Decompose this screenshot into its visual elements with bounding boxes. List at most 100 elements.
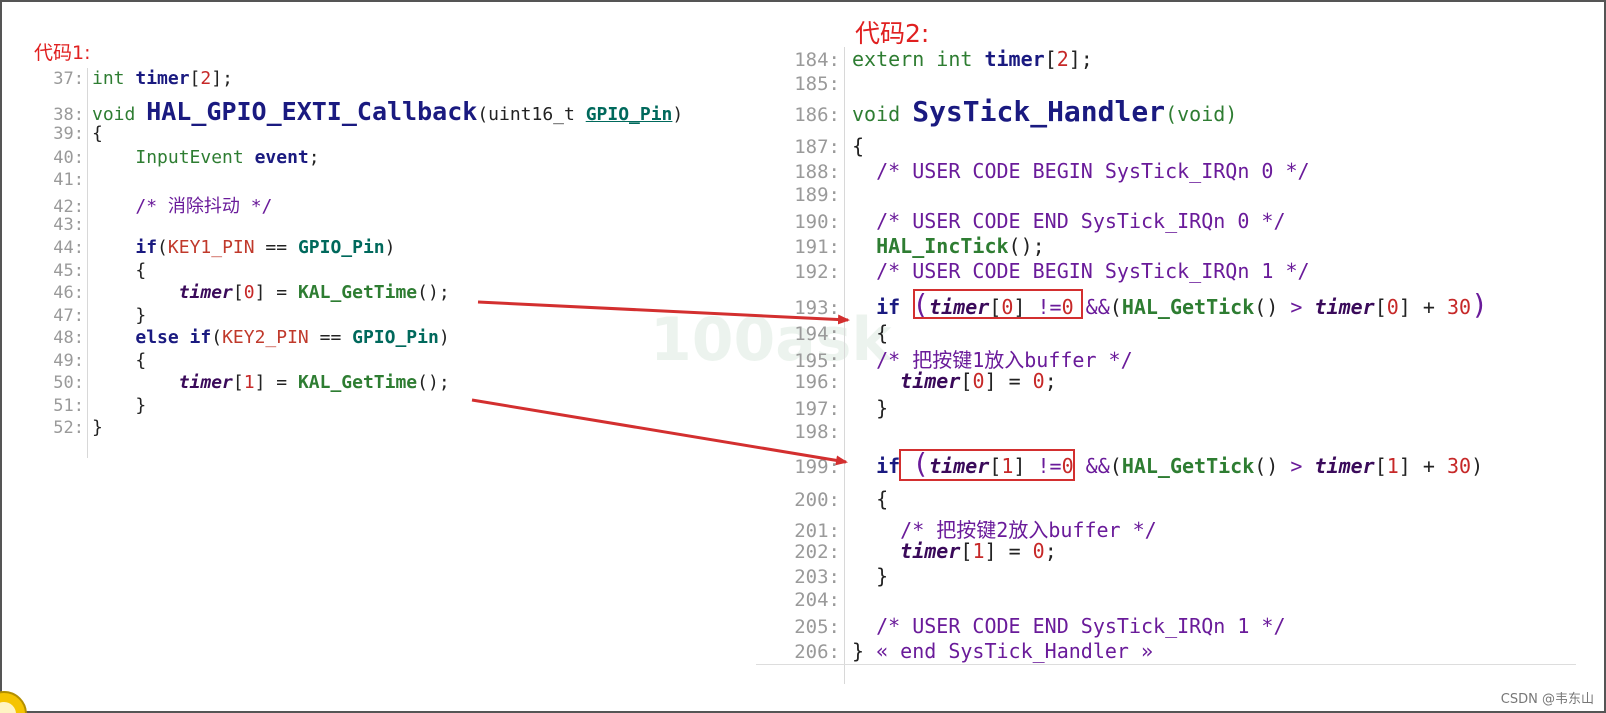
code-text: if (timer[1] !=0 &&(HAL_GetTick() > time…	[852, 447, 1483, 480]
code-token: ];	[1068, 47, 1093, 71]
code-text: }	[852, 396, 888, 420]
code-token: /* 把按键2放入buffer */	[900, 518, 1157, 542]
code-line: 194: {	[776, 321, 888, 345]
code-token: KAL_GetTime	[297, 372, 418, 393]
code-token: ();	[1008, 234, 1045, 258]
code-token: )	[1471, 288, 1488, 321]
code-token: /* USER CODE BEGIN SysTick_IRQn 0 */	[876, 159, 1310, 183]
code-text: timer[0] = KAL_GetTime();	[92, 282, 450, 303]
code-token: (	[1109, 295, 1122, 319]
code-token: ];	[211, 68, 233, 89]
code-line: 186:void SysTick_Handler(void)	[776, 95, 1237, 128]
code-text: extern int timer[2];	[852, 47, 1093, 71]
line-number: 195:	[794, 350, 840, 372]
code-token: /* USER CODE BEGIN SysTick_IRQn 1 */	[876, 259, 1310, 283]
code-token: timer	[900, 539, 961, 563]
code-token: /* USER CODE END SysTick_IRQn 1 */	[876, 614, 1286, 638]
code-token: ]	[1013, 295, 1038, 319]
code-line: 51: }	[38, 395, 146, 416]
code-token: HAL_IncTick	[876, 234, 1009, 258]
code-text: int timer[2];	[92, 68, 233, 89]
code-text: void SysTick_Handler(void)	[852, 95, 1237, 128]
line-number: 45:	[53, 261, 84, 281]
code-token: {	[92, 260, 147, 281]
code-token: 0	[1386, 295, 1399, 319]
code-panel-1: 37:int timer[2];38:void HAL_GPIO_EXTI_Ca…	[38, 68, 748, 458]
code-token: (uint16_t	[477, 104, 586, 125]
code-token: timer	[900, 369, 961, 393]
code-token: void	[92, 104, 147, 125]
line-number: 42:	[53, 197, 84, 217]
code-token: 0	[1032, 369, 1045, 393]
code-token: ==	[308, 327, 353, 348]
line-number: 187:	[794, 136, 840, 158]
code-text: /* 消除抖动 */	[92, 192, 272, 218]
code-token: 0	[1001, 295, 1014, 319]
code-token: timer	[178, 282, 233, 303]
code-token: (	[211, 327, 223, 348]
corner-icon	[0, 678, 36, 713]
code-token: 0	[243, 282, 255, 303]
code-text: }	[92, 417, 103, 438]
code-token: 0	[1032, 539, 1045, 563]
code-token: {	[852, 321, 889, 345]
code-token: ] =	[984, 539, 1033, 563]
code-token: [	[232, 282, 244, 303]
code-token: 0	[1061, 454, 1074, 478]
code-text: else if(KEY2_PIN == GPIO_Pin)	[92, 327, 449, 348]
code-line: 184:extern int timer[2];	[776, 47, 1093, 71]
code-text: /* 把按键2放入buffer */	[852, 514, 1157, 543]
line-number: 206:	[794, 641, 840, 663]
code-text: InputEvent event;	[92, 147, 319, 168]
code-text: /* USER CODE END SysTick_IRQn 1 */	[852, 614, 1286, 638]
code-line: 41:	[38, 170, 92, 190]
code-token: if	[135, 237, 158, 258]
code-token: }	[92, 417, 103, 438]
code-token: ] =	[254, 372, 298, 393]
code-line: 199: if (timer[1] !=0 &&(HAL_GetTick() >…	[776, 447, 1483, 480]
line-number: 200:	[794, 489, 840, 511]
code-token: KEY2_PIN	[222, 327, 309, 348]
line-number: 50:	[53, 373, 84, 393]
line-number: 47:	[53, 306, 84, 326]
code-token: InputEvent	[135, 147, 255, 168]
code-token: }	[852, 564, 889, 588]
code-token: event	[254, 147, 309, 168]
code-token: (	[912, 288, 930, 321]
code-line: 201: /* 把按键2放入buffer */	[776, 514, 1157, 543]
code-token: /* USER CODE END SysTick_IRQn 0 */	[876, 209, 1286, 233]
code-text: void HAL_GPIO_EXTI_Callback(uint16_t GPI…	[92, 97, 683, 126]
code-token: 30	[1446, 295, 1472, 319]
code-line: 193: if (timer[0] !=0 &&(HAL_GetTick() >…	[776, 288, 1488, 321]
code-panel-2: 184:extern int timer[2];185:186:void Sys…	[776, 47, 1566, 684]
code-token: ] +	[1398, 454, 1447, 478]
code-token: extern int	[852, 47, 985, 71]
code-token: timer	[135, 68, 190, 89]
code-token: KEY1_PIN	[167, 237, 255, 258]
code-text: {	[852, 487, 888, 511]
line-number: 194:	[794, 323, 840, 345]
code-token: )	[672, 104, 684, 125]
code-token: >	[1290, 295, 1315, 319]
code-token: )	[1471, 454, 1484, 478]
code-token: [	[232, 372, 244, 393]
code-line: 192: /* USER CODE BEGIN SysTick_IRQn 1 *…	[776, 259, 1310, 283]
code-text: timer[0] = 0;	[852, 369, 1057, 393]
code-token: if	[876, 454, 913, 478]
code-token: timer	[1314, 454, 1375, 478]
code-token: if	[876, 295, 913, 319]
code-line: 44: if(KEY1_PIN == GPIO_Pin)	[38, 237, 395, 258]
code-text: /* USER CODE BEGIN SysTick_IRQn 0 */	[852, 159, 1310, 183]
code-line: 190: /* USER CODE END SysTick_IRQn 0 */	[776, 209, 1286, 233]
line-number: 185:	[794, 73, 840, 95]
code-token: timer	[1314, 295, 1375, 319]
code-token: HAL_GPIO_EXTI_Callback	[146, 97, 478, 126]
code-token: timer	[929, 295, 990, 319]
code-text: timer[1] = KAL_GetTime();	[92, 372, 450, 393]
code-text: {	[92, 123, 103, 144]
code-token: 1	[1386, 454, 1399, 478]
line-number: 203:	[794, 566, 840, 588]
code-token: HAL_GetTick	[1121, 454, 1255, 478]
code-line: 40: InputEvent event;	[38, 147, 319, 168]
